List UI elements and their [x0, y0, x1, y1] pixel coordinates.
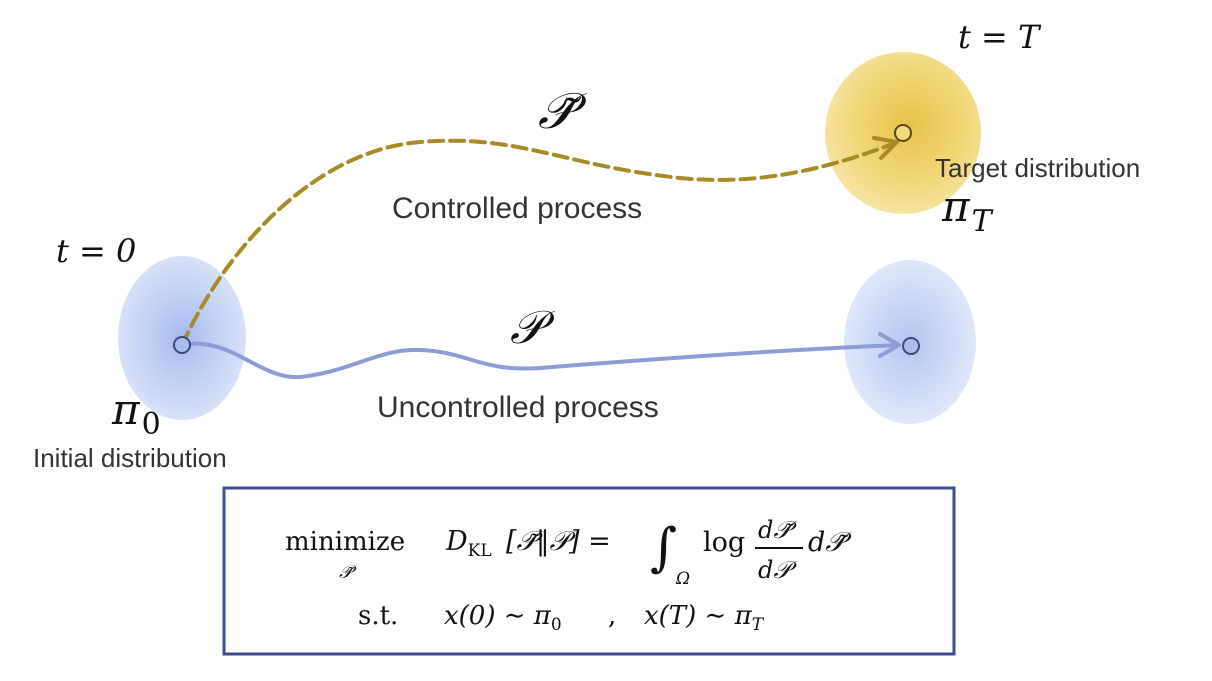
start-point-marker	[173, 336, 191, 354]
initial-constraint-subscript: 0	[551, 615, 562, 635]
target-distribution-label: Target distribution	[935, 153, 1140, 183]
uncontrolled-process-path	[180, 341, 900, 380]
integral-sign: ∫	[650, 518, 677, 578]
pi-target-letter: π	[941, 182, 971, 231]
controlled-measure-label: 𝒫̃	[538, 82, 587, 140]
controlled-process-label: Controlled process	[392, 192, 642, 225]
objective-box	[222, 486, 956, 656]
pi-initial-symbol: π0	[111, 385, 161, 442]
pi-target-subscript: T	[972, 204, 994, 239]
log-label: log	[703, 527, 745, 558]
pi-initial-subscript: 0	[142, 407, 161, 442]
uncontrolled-measure-label: 𝒫	[510, 300, 555, 354]
minimize-label: minimize	[285, 527, 405, 557]
initial-constraint: x(0) ∼ π0	[444, 601, 562, 635]
target-constraint-body: x(T) ∼ π	[644, 601, 753, 631]
subject-to-label: s.t.	[358, 601, 398, 631]
integral-subscript: Ω	[675, 569, 690, 589]
pi-initial-letter: π	[111, 385, 141, 434]
controlled-process-path	[180, 138, 897, 347]
uncontrolled-arrowhead-icon	[878, 332, 901, 358]
kl-subscript: KL	[468, 541, 492, 561]
target-point-marker	[894, 124, 912, 142]
initial-constraint-body: x(0) ∼ π	[444, 601, 552, 631]
end-point-marker	[902, 337, 920, 355]
initial-distribution-label: Initial distribution	[33, 443, 227, 473]
target-constraint-subscript: T	[752, 615, 765, 635]
kl-d-letter: D	[445, 526, 468, 557]
kl-arguments: [𝒫̃‖𝒫] =	[506, 526, 611, 557]
target-constraint: x(T) ∼ πT	[644, 601, 765, 635]
time-end-label: t = T	[958, 18, 1042, 56]
time-start-label: t = 0	[56, 232, 136, 270]
uncontrolled-process-label: Uncontrolled process	[377, 391, 659, 424]
controlled-arrowhead-icon	[872, 136, 899, 160]
kl-divergence-symbol: DKL	[445, 526, 492, 561]
pi-target-symbol: πT	[941, 182, 994, 239]
constraint-separator: ,	[608, 601, 616, 631]
